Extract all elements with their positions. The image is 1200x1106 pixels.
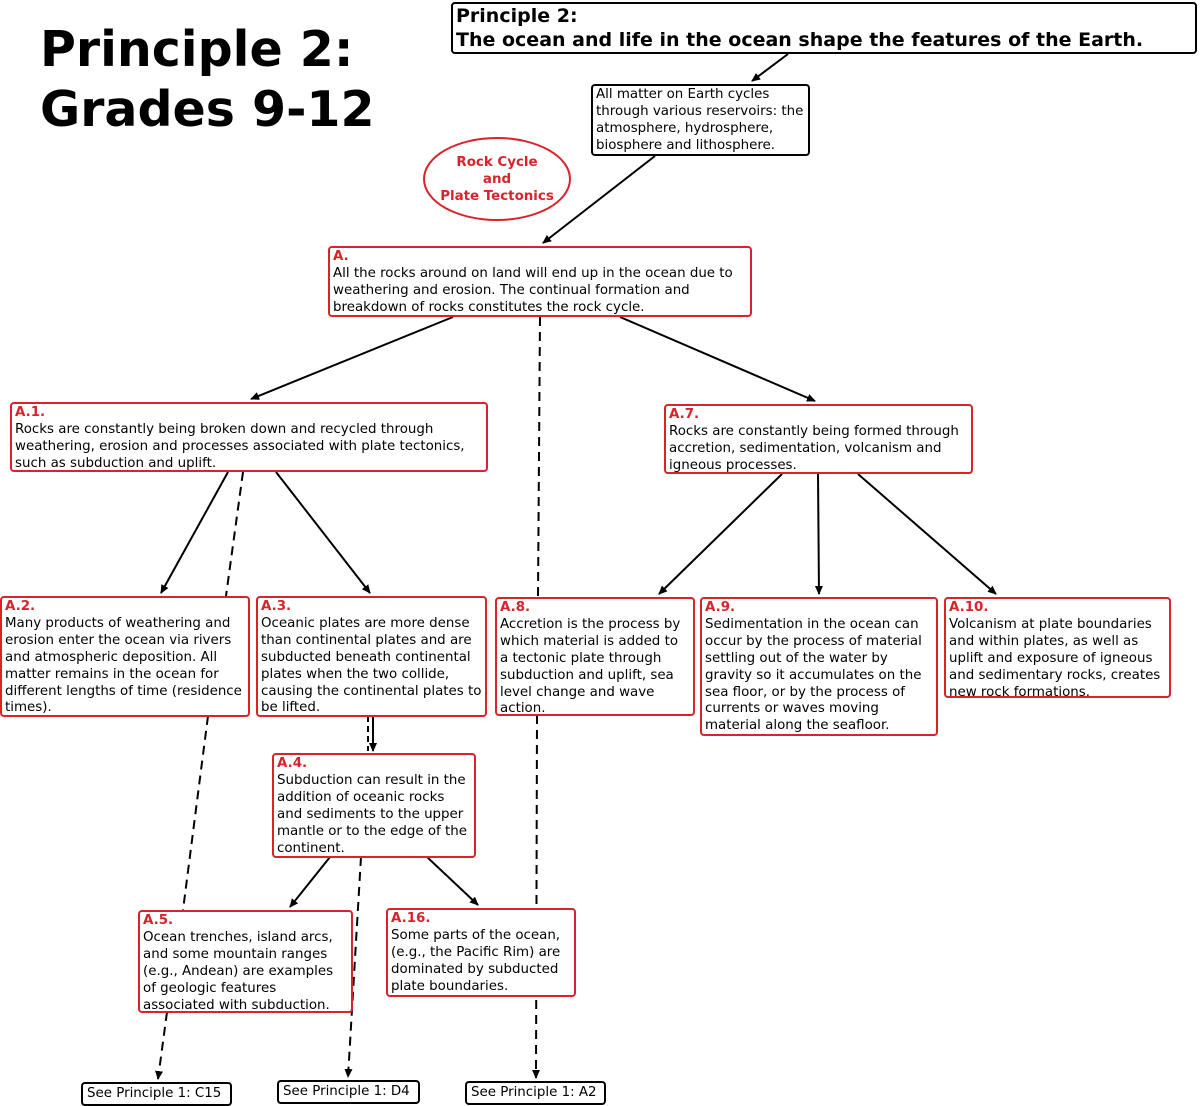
- node-A16: A.16. Some parts of the ocean, (e.g., th…: [386, 908, 576, 997]
- arrow-A7-to-A10: [857, 473, 997, 595]
- node-A8: A.8. Accretion is the process by which m…: [495, 597, 695, 716]
- arrow-A7-to-A8: [658, 473, 783, 595]
- arrow-A7-to-A9: [814, 473, 823, 595]
- node-id: A.3.: [261, 599, 292, 614]
- node-A9: A.9. Sedimentation in the ocean can occu…: [700, 597, 938, 736]
- node-id: A.: [333, 249, 349, 264]
- node-A3: A.3. Oceanic plates are more dense than …: [256, 596, 487, 717]
- dashed-A5-to-ref-C15: [155, 1011, 168, 1080]
- node-A: A. All the rocks around on land will end…: [328, 246, 752, 317]
- reference-principle-1-c15: See Principle 1: C15: [81, 1082, 232, 1106]
- arrow-principle-to-matter: [751, 53, 789, 82]
- topic-ellipse: Rock Cycle and Plate Tectonics: [423, 137, 571, 221]
- dashed-A8-to-ref-A2: [532, 714, 541, 1079]
- node-text: Oceanic plates are more dense than conti…: [261, 615, 482, 716]
- title-line-2: Grades 9-12: [40, 81, 375, 138]
- node-id: A.8.: [500, 600, 531, 615]
- principle-box: Principle 2: The ocean and life in the o…: [451, 2, 1197, 54]
- node-id: A.9.: [705, 600, 736, 615]
- node-A4: A.4. Subduction can result in the additi…: [272, 753, 476, 858]
- node-A10: A.10. Volcanism at plate boundaries and …: [944, 597, 1171, 700]
- topic-line-2: and: [482, 171, 512, 187]
- node-text: Many products of weathering and erosion …: [5, 615, 242, 716]
- page-title: Principle 2: Grades 9-12: [40, 20, 375, 140]
- node-text: Some parts of the ocean, (e.g., the Paci…: [391, 927, 561, 994]
- arrow-matter-to-A: [542, 155, 656, 244]
- matter-cycle-box: All matter on Earth cycles through vario…: [591, 84, 810, 156]
- node-text: Volcanism at plate boundaries and within…: [949, 616, 1161, 700]
- node-text: Rocks are constantly being formed throug…: [669, 423, 959, 473]
- arrow-A-to-A1: [250, 316, 454, 400]
- node-id: A.2.: [5, 599, 36, 614]
- topic-line-3: Plate Tectonics: [440, 188, 554, 204]
- arrow-A-to-A7: [619, 316, 816, 402]
- dashed-A4-to-ref-D4: [344, 856, 362, 1078]
- node-id: A.7.: [669, 407, 700, 422]
- reference-principle-1-d4: See Principle 1: D4: [277, 1080, 420, 1104]
- node-id: A.1.: [15, 405, 46, 420]
- node-text: All the rocks around on land will end up…: [333, 265, 733, 315]
- node-A5: A.5. Ocean trenches, island arcs, and so…: [138, 910, 353, 1013]
- node-text: Accretion is the process by which materi…: [500, 616, 681, 717]
- arrow-A4-to-A5: [289, 856, 331, 908]
- dashed-A2-to-A5: [182, 715, 209, 911]
- matter-cycle-text: All matter on Earth cycles through vario…: [596, 87, 804, 153]
- arrow-A4-to-A16: [426, 856, 479, 906]
- node-text: Sedimentation in the ocean can occur by …: [705, 616, 922, 734]
- principle-box-heading: Principle 2:: [456, 5, 578, 27]
- node-id: A.5.: [143, 913, 174, 928]
- arrow-A1-to-A2: [160, 471, 229, 594]
- node-text: Subduction can result in the addition of…: [277, 772, 467, 856]
- node-id: A.10.: [949, 600, 989, 615]
- node-text: Ocean trenches, island arcs, and some mo…: [143, 929, 334, 1013]
- reference-principle-1-a2: See Principle 1: A2: [465, 1081, 606, 1105]
- arrow-A1-to-A3: [275, 471, 371, 594]
- node-A7: A.7. Rocks are constantly being formed t…: [664, 404, 973, 474]
- node-A1: A.1. Rocks are constantly being broken d…: [10, 402, 488, 472]
- node-A2: A.2. Many products of weathering and ero…: [0, 596, 250, 717]
- dashed-A1-to-A2: [225, 471, 244, 597]
- node-id: A.16.: [391, 911, 431, 926]
- dashed-A-to-A8: [537, 316, 541, 597]
- topic-line-1: Rock Cycle: [456, 154, 538, 170]
- principle-box-statement: The ocean and life in the ocean shape th…: [456, 29, 1144, 51]
- node-id: A.4.: [277, 756, 308, 771]
- title-line-1: Principle 2:: [40, 21, 354, 78]
- node-text: Rocks are constantly being broken down a…: [15, 421, 465, 471]
